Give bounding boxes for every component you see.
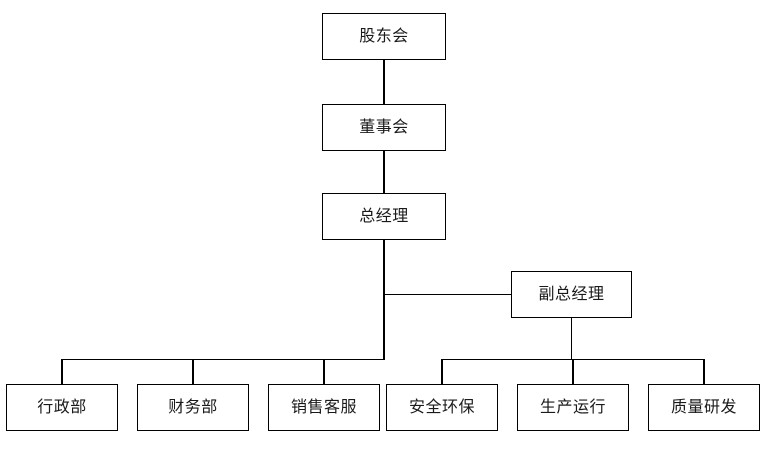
org-node-label-deputy-general-manager: 副总经理 xyxy=(538,285,605,303)
org-node-general-manager[interactable]: 总经理 xyxy=(322,193,446,240)
connector-left-bus xyxy=(61,358,385,360)
org-node-deputy-general-manager[interactable]: 副总经理 xyxy=(511,271,632,318)
connector-deputy-trunk xyxy=(570,318,573,360)
connector-drop-safety-environment xyxy=(441,359,443,384)
org-node-label-production-operations: 生产运行 xyxy=(539,398,606,416)
connector-drop-quality-rd xyxy=(703,359,705,384)
org-node-shareholders[interactable]: 股东会 xyxy=(322,13,446,60)
org-node-label-sales-service: 销售客服 xyxy=(290,398,357,416)
connector-general-manager-to-deputy xyxy=(383,293,512,295)
connector-board-to-general-manager xyxy=(383,151,385,193)
org-node-label-general-manager: 总经理 xyxy=(359,207,409,225)
org-node-label-administration: 行政部 xyxy=(37,398,87,416)
connector-general-manager-trunk xyxy=(383,240,385,360)
org-node-label-board: 董事会 xyxy=(359,118,409,136)
org-node-label-shareholders: 股东会 xyxy=(359,27,409,45)
org-node-quality-rd[interactable]: 质量研发 xyxy=(648,384,760,431)
org-node-production-operations[interactable]: 生产运行 xyxy=(517,384,629,431)
connector-drop-administration xyxy=(61,359,63,384)
org-node-sales-service[interactable]: 销售客服 xyxy=(268,384,380,431)
org-node-label-safety-environment: 安全环保 xyxy=(408,398,475,416)
org-node-administration[interactable]: 行政部 xyxy=(6,384,118,431)
org-node-label-quality-rd: 质量研发 xyxy=(670,398,737,416)
org-node-safety-environment[interactable]: 安全环保 xyxy=(386,384,498,431)
connector-drop-sales-service xyxy=(323,359,325,384)
org-node-label-finance: 财务部 xyxy=(168,398,218,416)
org-node-board[interactable]: 董事会 xyxy=(322,104,446,151)
connector-shareholders-to-board xyxy=(383,60,385,104)
connector-drop-finance xyxy=(192,359,194,384)
org-node-finance[interactable]: 财务部 xyxy=(137,384,249,431)
connector-drop-production-operations xyxy=(572,359,574,384)
